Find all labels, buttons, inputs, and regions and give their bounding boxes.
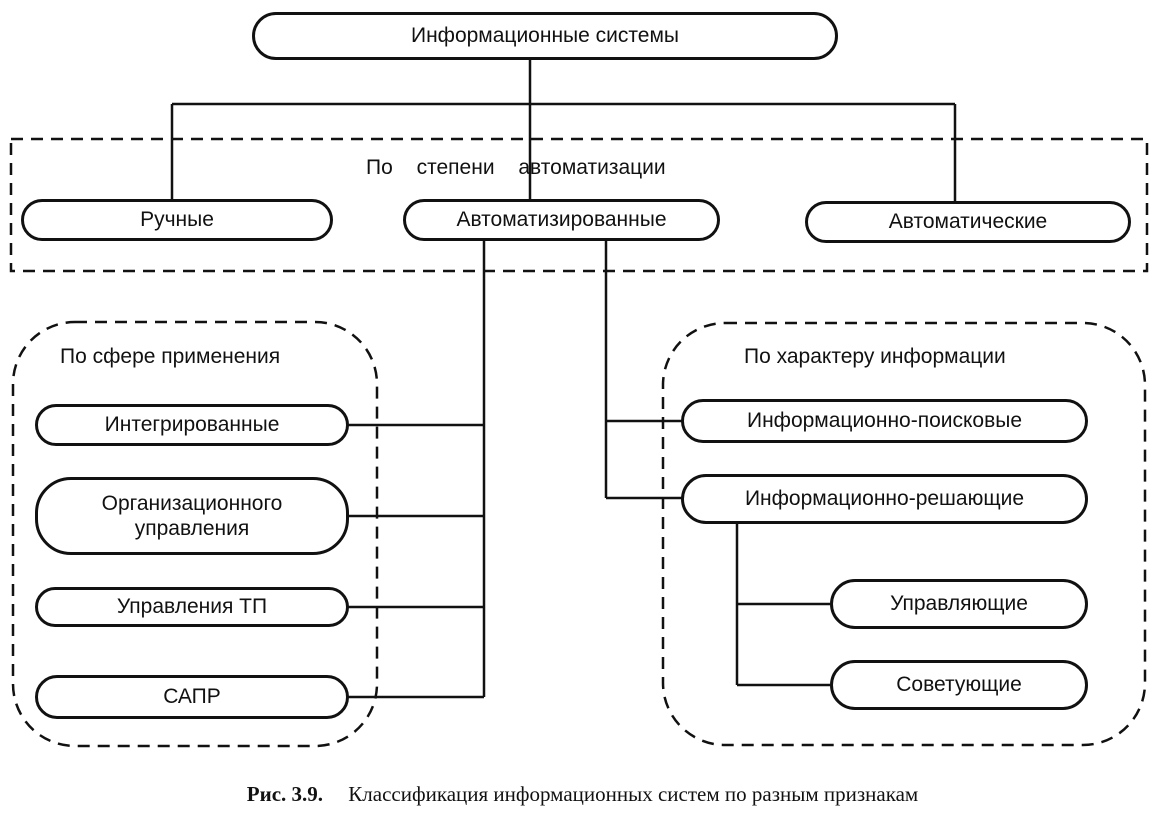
advising-node: Советующие xyxy=(830,660,1088,710)
automated-node: Автоматизированные xyxy=(403,199,720,241)
root-connectors xyxy=(170,60,957,202)
figure-caption: Рис. 3.9. Классификация информационных с… xyxy=(0,782,1165,807)
figure-number: Рис. 3.9. xyxy=(246,782,324,806)
manual-node: Ручные xyxy=(21,199,333,241)
figure-caption-text: Классификация информационных систем по р… xyxy=(348,782,919,806)
scope-connectors xyxy=(348,240,486,699)
scope-group-frame xyxy=(11,320,379,748)
automation-group-label: По степени автоматизации xyxy=(366,156,666,179)
controlling-node: Управляющие xyxy=(830,579,1088,629)
root-node: Информационные системы xyxy=(252,12,838,60)
integrated-node: Интегрированные xyxy=(35,404,349,446)
org-management-node: Организационного управления xyxy=(35,477,349,555)
info-retrieval-node: Информационно-поисковые xyxy=(681,399,1088,443)
info-solving-node: Информационно-решающие xyxy=(681,474,1088,524)
automatic-node: Автоматические xyxy=(805,201,1131,243)
cad-node: САПР xyxy=(35,675,349,719)
scope-group-label: По сфере применения xyxy=(60,345,281,368)
tp-management-node: Управления ТП xyxy=(35,587,349,627)
info-type-group-frame xyxy=(661,321,1147,747)
info-type-connectors xyxy=(604,240,830,687)
info-type-group-label: По характеру информации xyxy=(744,345,1006,368)
automation-group-frame xyxy=(9,137,1149,273)
